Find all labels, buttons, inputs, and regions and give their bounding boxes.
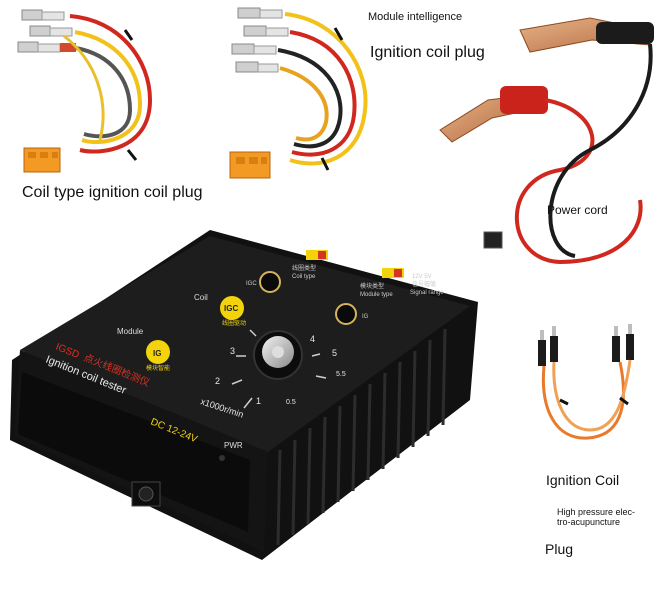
svg-text:IGC: IGC bbox=[224, 304, 238, 313]
signal-range-label: Signal range bbox=[410, 290, 444, 296]
power-cord-label: Power cord bbox=[547, 203, 608, 217]
dial-tick-1: 1 bbox=[256, 396, 261, 406]
dial-tick-5-5: 5.5 bbox=[336, 371, 346, 378]
side-ridges bbox=[276, 328, 447, 546]
spade-terminals bbox=[17, 9, 76, 53]
ignition-coil-harness-image bbox=[229, 7, 368, 179]
module-type-switch bbox=[382, 268, 404, 278]
svg-text:IGC: IGC bbox=[246, 281, 257, 287]
dial-tick-3: 3 bbox=[230, 346, 235, 356]
module-cn-label: 模块智能 bbox=[146, 364, 170, 372]
svg-text:IG: IG bbox=[362, 314, 369, 320]
coil-cn-label: 线圈驱动 bbox=[222, 319, 246, 327]
coil-type-plug-label: Coil type ignition coil plug bbox=[22, 184, 203, 201]
coil-type-harness-image bbox=[17, 9, 153, 173]
dial-tick-2: 2 bbox=[215, 376, 220, 386]
ignition-coil-tester-device: IGSD 点火线圈检测仪 Ignition coil tester DC 12-… bbox=[10, 230, 478, 560]
svg-text:模块类型: 模块类型 bbox=[360, 282, 384, 290]
ig-jack bbox=[335, 303, 357, 325]
coil-type-switch bbox=[306, 250, 328, 260]
coil-mode-badge bbox=[220, 296, 244, 320]
power-cord-image bbox=[439, 17, 654, 265]
dial-tick-0-5: 0.5 bbox=[286, 399, 296, 406]
orange-connector bbox=[23, 147, 61, 173]
module-label: Module bbox=[117, 327, 144, 336]
module-type-label: Module type bbox=[360, 292, 393, 298]
power-led bbox=[219, 455, 225, 461]
module-mode-badge bbox=[146, 340, 170, 364]
pwr-label: PWR bbox=[224, 441, 243, 450]
dial-tick-5: 5 bbox=[332, 348, 337, 358]
svg-text:线圈类型: 线圈类型 bbox=[292, 264, 316, 272]
ignition-coil-leads-image bbox=[538, 324, 634, 440]
igc-jack bbox=[259, 271, 281, 293]
svg-text:12V 5V: 12V 5V bbox=[412, 274, 432, 280]
high-pressure-label-line2: tro-acupuncture bbox=[557, 517, 621, 527]
dial-tick-4: 4 bbox=[310, 334, 315, 344]
svg-text:IG: IG bbox=[153, 349, 161, 358]
high-pressure-label-line1: High pressure elec- bbox=[557, 507, 636, 517]
ignition-coil-plug-label: Ignition coil plug bbox=[370, 44, 485, 61]
ignition-coil-label: Ignition Coil bbox=[546, 472, 620, 488]
coil-label: Coil bbox=[194, 293, 208, 302]
module-intelligence-label: Module intelligence bbox=[368, 11, 463, 23]
plug-label: Plug bbox=[545, 541, 574, 557]
svg-text:信号幅值: 信号幅值 bbox=[412, 280, 436, 288]
coil-type-label: Coil type bbox=[292, 274, 316, 280]
